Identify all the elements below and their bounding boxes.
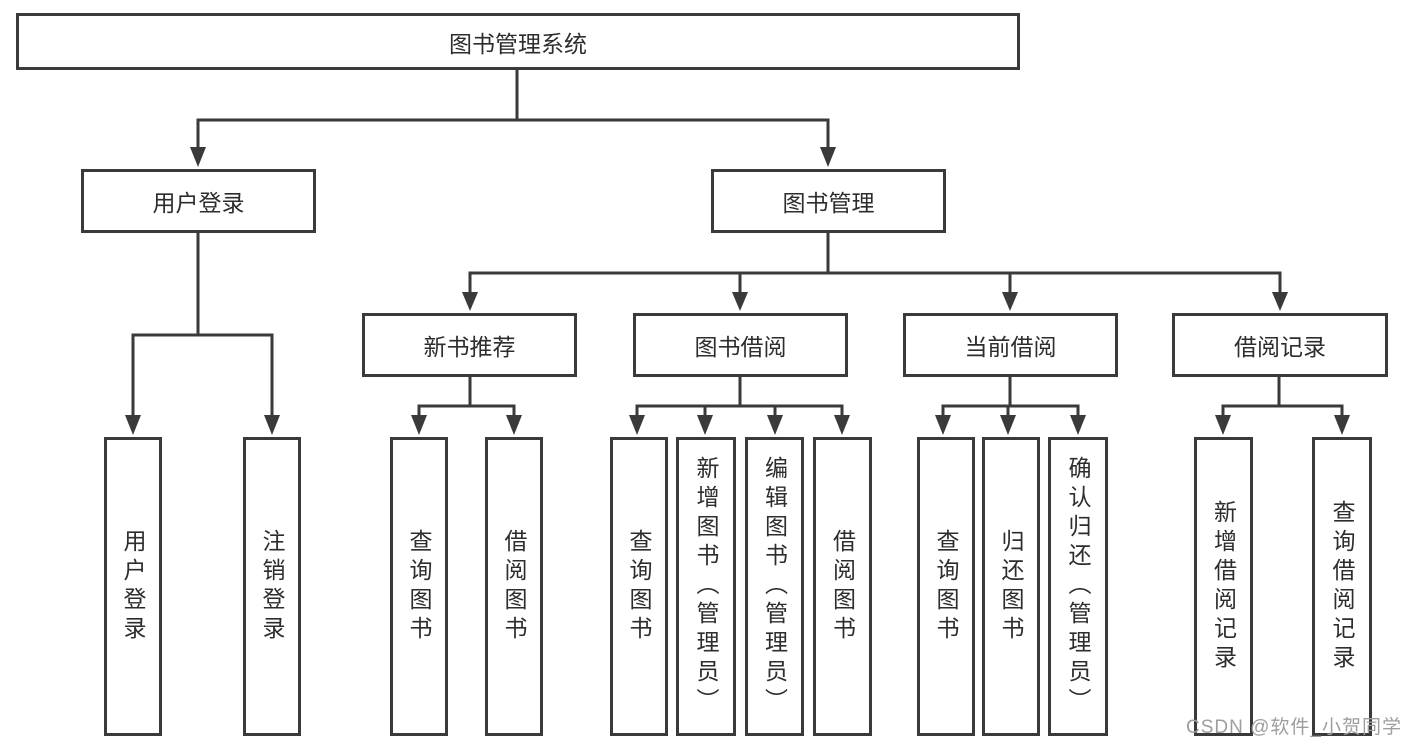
leaf-edit-book-admin: 编辑图书（管理员）	[745, 437, 804, 736]
leaf-add-borrow-record: 新增借阅记录	[1194, 437, 1253, 736]
node-new-book-recommendation: 新书推荐	[362, 313, 577, 377]
node-root: 图书管理系统	[16, 13, 1020, 70]
leaf-user-login: 用户登录	[104, 437, 162, 736]
leaf-query-borrow-record: 查询借阅记录	[1312, 437, 1372, 736]
leaf-query-books-borrowing: 查询图书	[610, 437, 668, 736]
node-borrowing-records: 借阅记录	[1172, 313, 1388, 377]
leaf-return-books: 归还图书	[982, 437, 1040, 736]
leaf-query-books-recommend: 查询图书	[390, 437, 448, 736]
leaf-confirm-return-admin: 确认归还（管理员）	[1048, 437, 1108, 736]
leaf-borrow-books-borrowing: 借阅图书	[813, 437, 872, 736]
watermark: CSDN @软件_小贺同学	[1186, 717, 1402, 738]
leaf-query-books-current: 查询图书	[917, 437, 975, 736]
node-current-borrowing: 当前借阅	[903, 313, 1118, 377]
node-book-borrowing: 图书借阅	[633, 313, 848, 377]
leaf-borrow-books-recommend: 借阅图书	[485, 437, 543, 736]
leaf-add-book-admin: 新增图书（管理员）	[676, 437, 736, 736]
leaf-logout: 注销登录	[243, 437, 301, 736]
node-book-management: 图书管理	[711, 169, 946, 233]
node-user-login: 用户登录	[81, 169, 316, 233]
